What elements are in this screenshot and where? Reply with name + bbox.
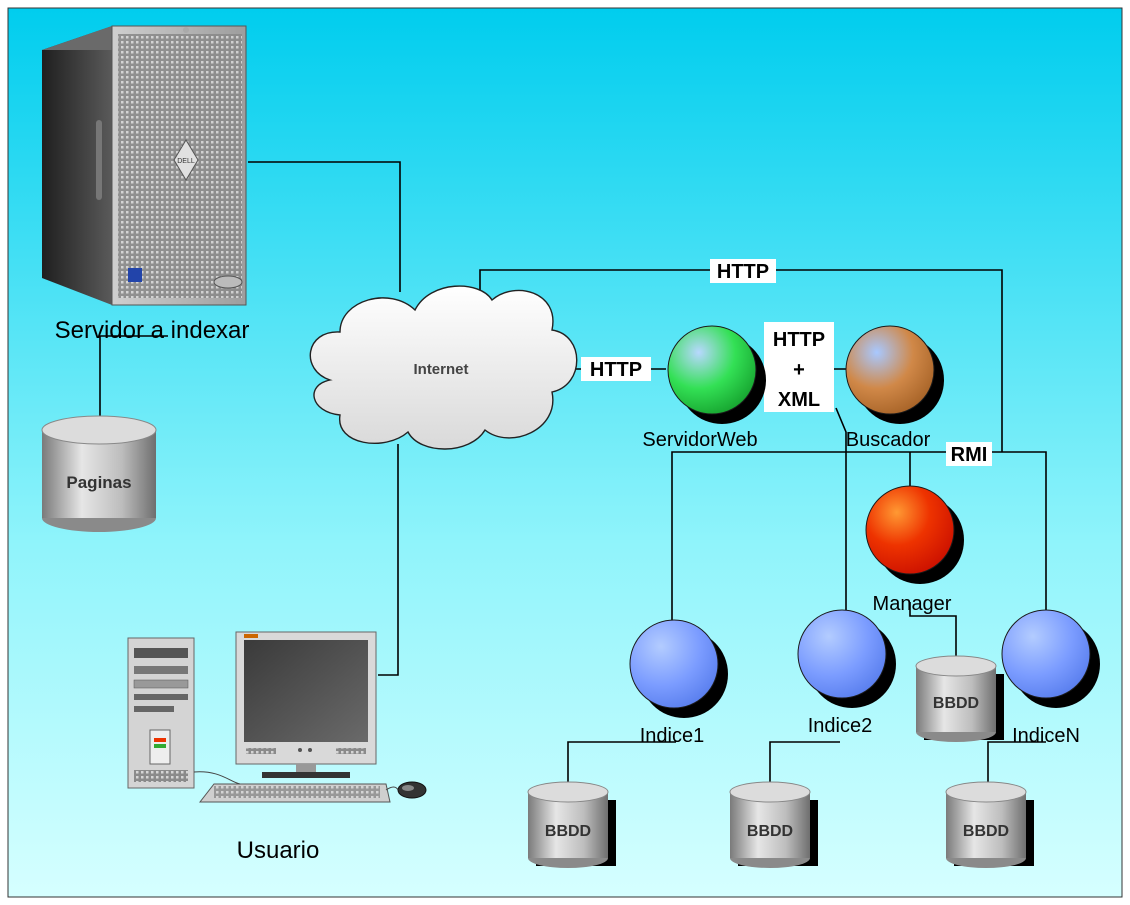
bbdd-manager-label: BBDD: [933, 695, 979, 712]
user-monitor: [235, 631, 377, 778]
line-manager-bbdd: [909, 602, 957, 660]
rmi-label: RMI: [951, 444, 988, 466]
server-tower: DELL: [42, 25, 247, 306]
http-xml-box: [764, 322, 834, 412]
indice2-label: Indice2: [808, 715, 873, 737]
line-rmi-bus: [671, 451, 1047, 652]
line-indice2-bbdd: [769, 741, 840, 786]
user-pc-tower: [127, 637, 195, 789]
user-mouse: [385, 781, 427, 799]
line-buscador-indice2: [835, 407, 847, 620]
indice1-node: [629, 619, 728, 718]
manager-label: Manager: [873, 593, 952, 615]
rmi-box: [946, 442, 992, 466]
user-keyboard: [193, 771, 391, 803]
bbdd-indice2-label: BBDD: [747, 823, 793, 840]
http-top-label: HTTP: [717, 261, 769, 283]
bbdd-indice2-db: [729, 781, 818, 868]
indiceN-node: [1001, 609, 1100, 708]
http-top-box: [710, 259, 776, 283]
bbdd-indice1-db: [527, 781, 616, 868]
paginas-label: Paginas: [66, 473, 131, 492]
server-logo-icon: [173, 139, 199, 181]
bbdd-indice1-label: BBDD: [545, 823, 591, 840]
indiceN-label: IndiceN: [1012, 725, 1080, 747]
paginas-db: [41, 415, 157, 532]
http-web-label: HTTP: [590, 359, 642, 381]
servidorweb-label: ServidorWeb: [642, 429, 757, 451]
buscador-label: Buscador: [846, 429, 931, 451]
servidorweb-node: [667, 325, 766, 424]
http-xml-line2: +: [793, 359, 805, 381]
svg-text:DELL: DELL: [177, 158, 195, 165]
line-indiceN-bbdd: [987, 741, 1046, 786]
indice2-node: [797, 609, 896, 708]
server-badge-icon: [128, 268, 142, 282]
line-server-internet: [248, 161, 401, 292]
http-xml-line1: HTTP: [773, 329, 825, 351]
line-internet-usuario: [378, 444, 399, 676]
usuario-label: Usuario: [237, 837, 320, 864]
indice1-label: Indice1: [640, 725, 705, 747]
line-indice1-bbdd: [567, 741, 676, 786]
bbdd-indiceN-label: BBDD: [963, 823, 1009, 840]
http-xml-line3: XML: [778, 389, 820, 411]
internet-label: Internet: [413, 361, 468, 378]
bbdd-indiceN-db: [945, 781, 1034, 868]
internet-cloud: [309, 285, 578, 450]
server-label: Servidor a indexar: [55, 317, 250, 344]
line-server-paginas: [99, 335, 168, 418]
buscador-node: [845, 325, 944, 424]
http-web-box: [581, 357, 651, 381]
manager-node: [865, 485, 964, 584]
bbdd-manager-db: [915, 655, 1004, 742]
